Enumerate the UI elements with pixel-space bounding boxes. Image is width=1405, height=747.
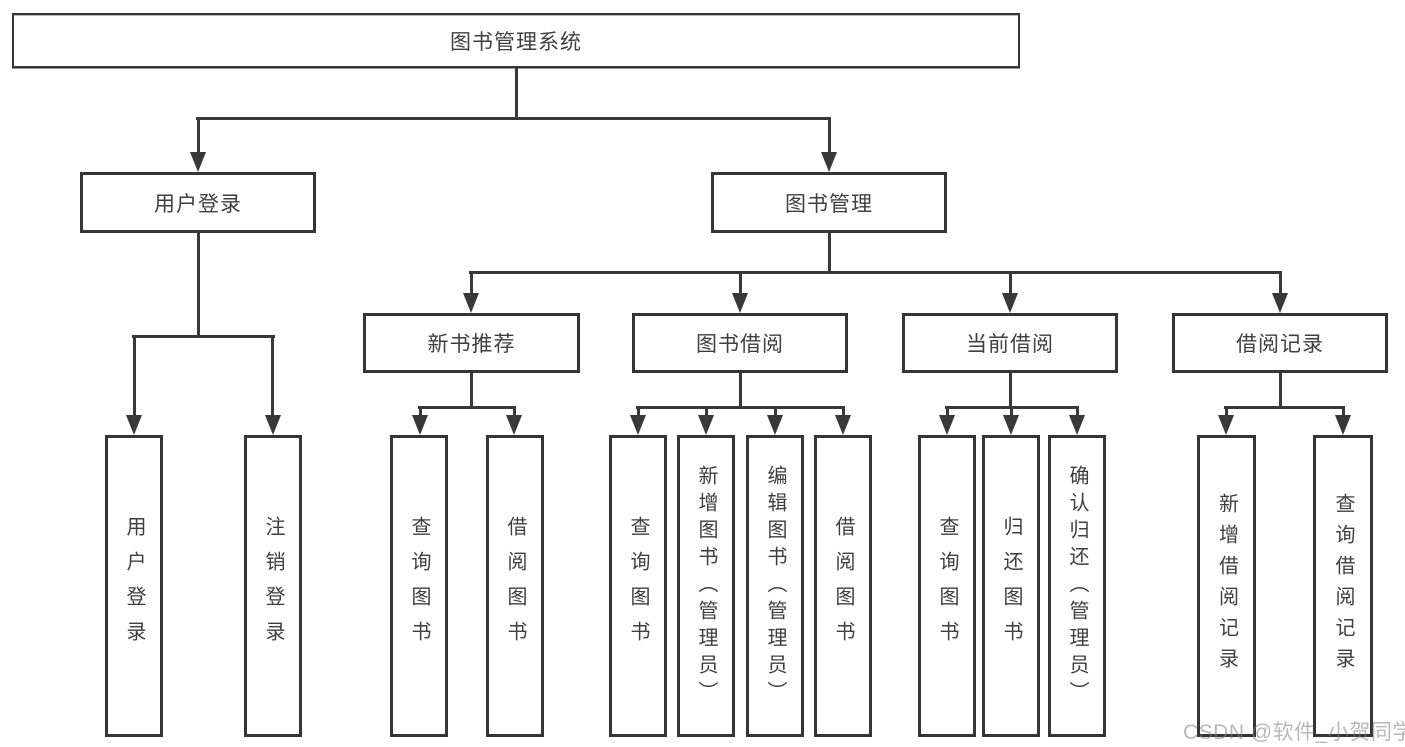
connector-line xyxy=(470,271,473,297)
node-root-label: 图书管理系统 xyxy=(450,30,582,54)
connector-line xyxy=(705,406,708,418)
connector-line xyxy=(1225,406,1228,418)
leaf-query-books-label: 查询图书 xyxy=(408,516,430,656)
leaf-query-borrow-record: 查询借阅记录 xyxy=(1313,435,1373,737)
leaf-confirm-return-admin-label: 确认归还（管理员） xyxy=(1066,464,1088,708)
leaf-add-book-admin: 新增图书（管理员） xyxy=(677,435,735,737)
leaf-query-books-2: 查询图书 xyxy=(609,435,667,737)
leaf-query-books: 查询图书 xyxy=(390,435,448,737)
connector-line xyxy=(469,271,1281,274)
node-borrowing-records-label: 借阅记录 xyxy=(1236,333,1324,356)
leaf-query-books-3-label: 查询图书 xyxy=(936,516,958,656)
arrow-head xyxy=(190,152,206,172)
leaf-logout: 注销登录 xyxy=(244,435,302,737)
leaf-borrow-books: 借阅图书 xyxy=(486,435,544,737)
leaf-confirm-return-admin: 确认归还（管理员） xyxy=(1048,435,1106,737)
connector-line xyxy=(739,271,742,297)
node-book-borrowing: 图书借阅 xyxy=(632,313,848,373)
arrow-head xyxy=(1272,293,1288,313)
node-user-login-label: 用户登录 xyxy=(154,192,242,216)
connector-line xyxy=(197,117,200,154)
connector-line xyxy=(132,335,275,338)
leaf-user-login: 用户登录 xyxy=(105,435,163,737)
arrow-head xyxy=(265,415,281,435)
connector-line xyxy=(513,406,516,418)
leaf-return-book-label: 归还图书 xyxy=(1000,516,1022,656)
leaf-borrow-books-2-label: 借阅图书 xyxy=(832,516,854,656)
connector-line xyxy=(515,68,518,118)
arrow-head xyxy=(835,415,851,435)
arrow-head xyxy=(698,415,714,435)
node-new-book-recommend: 新书推荐 xyxy=(363,313,580,373)
leaf-add-book-admin-label: 新增图书（管理员） xyxy=(695,464,717,708)
connector-line xyxy=(196,117,831,120)
connector-line xyxy=(1010,406,1013,418)
connector-line xyxy=(1224,406,1345,409)
arrow-head xyxy=(463,293,479,313)
connector-line xyxy=(1279,271,1282,297)
arrow-head xyxy=(1218,415,1234,435)
connector-line xyxy=(197,233,200,336)
node-root: 图书管理系统 xyxy=(12,13,1020,68)
connector-line xyxy=(774,406,777,418)
arrow-head xyxy=(732,293,748,313)
arrow-head xyxy=(1003,415,1019,435)
connector-line xyxy=(828,117,831,154)
arrow-head xyxy=(939,415,955,435)
connector-line xyxy=(419,406,422,418)
connector-line xyxy=(739,373,742,407)
leaf-borrow-books-label: 借阅图书 xyxy=(504,516,526,656)
leaf-edit-book-admin: 编辑图书（管理员） xyxy=(746,435,804,737)
leaf-query-books-3: 查询图书 xyxy=(918,435,976,737)
connector-line xyxy=(946,406,949,418)
connector-line xyxy=(1009,373,1012,407)
connector-line xyxy=(470,373,473,407)
connector-line xyxy=(1279,373,1282,407)
leaf-logout-label: 注销登录 xyxy=(262,516,284,656)
arrow-head xyxy=(821,152,837,172)
leaf-add-borrow-record: 新增借阅记录 xyxy=(1197,435,1256,737)
node-new-book-recommend-label: 新书推荐 xyxy=(427,333,516,356)
connector-line xyxy=(271,335,274,417)
arrow-head xyxy=(1335,415,1351,435)
arrow-head xyxy=(1069,415,1085,435)
connector-line xyxy=(1076,406,1079,418)
leaf-query-borrow-record-label: 查询借阅记录 xyxy=(1332,493,1354,679)
csdn-watermark: CSDN @软件_小贺同学 xyxy=(1183,721,1405,744)
arrow-head xyxy=(1002,293,1018,313)
leaf-borrow-books-2: 借阅图书 xyxy=(814,435,872,737)
node-borrowing-records: 借阅记录 xyxy=(1172,313,1388,373)
arrow-head xyxy=(506,415,522,435)
connector-line xyxy=(1342,406,1345,418)
leaf-edit-book-admin-label: 编辑图书（管理员） xyxy=(764,464,786,708)
connector-line xyxy=(133,335,136,417)
connector-line xyxy=(418,406,516,409)
connector-line xyxy=(828,233,831,272)
leaf-user-login-label: 用户登录 xyxy=(123,516,145,656)
arrow-head xyxy=(767,415,783,435)
node-current-borrowing-label: 当前借阅 xyxy=(966,333,1054,356)
node-current-borrowing: 当前借阅 xyxy=(902,313,1118,373)
leaf-return-book: 归还图书 xyxy=(982,435,1040,737)
node-book-management-label: 图书管理 xyxy=(785,192,873,216)
node-user-login: 用户登录 xyxy=(80,172,316,233)
connector-line xyxy=(637,406,640,418)
arrow-head xyxy=(126,415,142,435)
connector-line xyxy=(636,406,845,409)
connector-line xyxy=(1009,271,1012,297)
node-book-management: 图书管理 xyxy=(711,172,947,233)
leaf-add-borrow-record-label: 新增借阅记录 xyxy=(1215,493,1238,679)
connector-line xyxy=(842,406,845,418)
node-book-borrowing-label: 图书借阅 xyxy=(696,333,784,356)
arrow-head xyxy=(412,415,428,435)
leaf-query-books-2-label: 查询图书 xyxy=(627,516,649,656)
arrow-head xyxy=(630,415,646,435)
